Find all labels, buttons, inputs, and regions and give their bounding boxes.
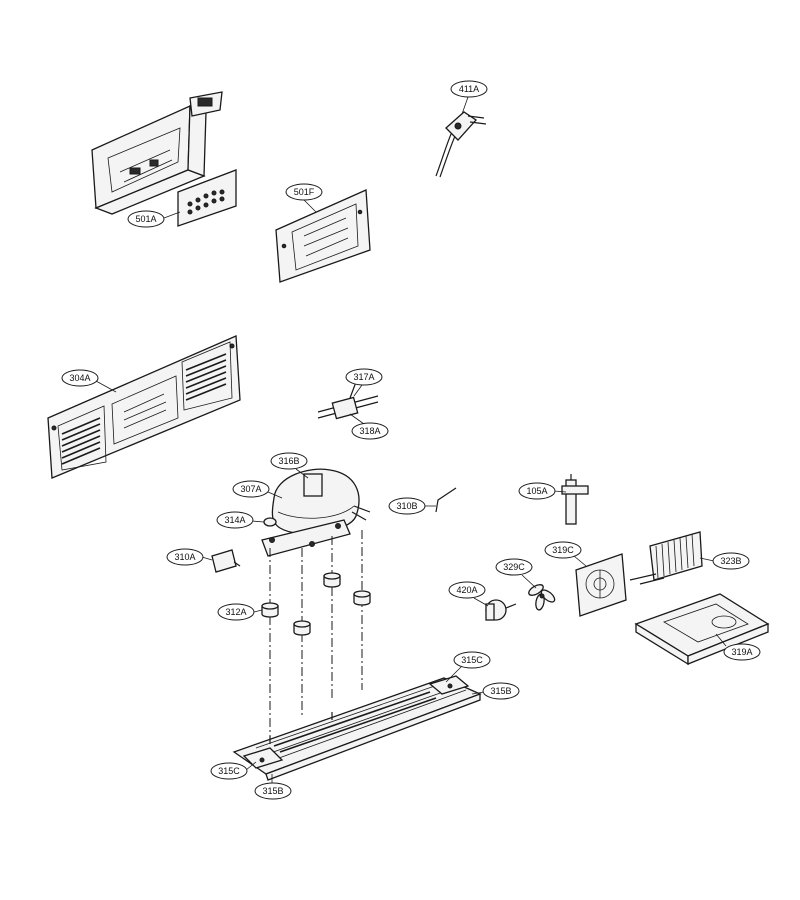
label-411A: 411A (450, 80, 488, 115)
label-329C: 329C (495, 558, 537, 589)
part-compressor (261, 468, 371, 557)
svg-text:314A: 314A (224, 515, 245, 525)
svg-text:310B: 310B (396, 501, 417, 511)
label-315C-bottom: 315C (210, 761, 257, 780)
part-cover-plate (275, 189, 371, 283)
part-fan-blade (528, 584, 556, 611)
svg-text:319C: 319C (552, 545, 574, 555)
svg-text:307A: 307A (240, 484, 261, 494)
svg-text:411A: 411A (459, 84, 479, 94)
svg-text:304A: 304A (69, 373, 90, 383)
label-501A: 501A (127, 210, 181, 228)
part-machine-tray (634, 593, 770, 666)
label-315B-bottom: 315B (254, 774, 292, 800)
part-rubber-feet (261, 530, 371, 736)
svg-text:501A: 501A (135, 214, 156, 224)
svg-text:315B: 315B (262, 786, 283, 796)
svg-text:319A: 319A (731, 647, 752, 657)
label-420A: 420A (448, 581, 489, 607)
label-312A: 312A (217, 603, 263, 621)
label-323B: 323B (699, 552, 750, 570)
svg-text:316B: 316B (278, 456, 299, 466)
svg-text:315C: 315C (218, 766, 240, 776)
svg-text:315C: 315C (461, 655, 483, 665)
part-condenser (629, 531, 703, 585)
svg-text:310A: 310A (174, 552, 195, 562)
label-315B-right: 315B (471, 682, 520, 700)
part-power-cord (435, 111, 487, 178)
label-319C: 319C (544, 541, 587, 567)
part-grommet (263, 517, 277, 527)
label-318A: 318A (349, 413, 389, 440)
part-valve (317, 381, 379, 420)
part-pipe (435, 487, 457, 513)
svg-text:105A: 105A (526, 486, 547, 496)
label-501F: 501F (285, 183, 323, 213)
label-317A: 317A (345, 368, 383, 397)
part-back-cover (47, 335, 241, 479)
svg-text:323B: 323B (720, 556, 741, 566)
svg-text:501F: 501F (294, 187, 315, 197)
label-314A: 314A (216, 511, 265, 529)
label-310A: 310A (166, 548, 213, 566)
part-relay (211, 549, 241, 573)
svg-text:318A: 318A (359, 426, 380, 436)
part-control-box (91, 91, 223, 215)
label-319A: 319A (715, 633, 761, 661)
label-316B: 316B (270, 452, 309, 479)
part-fan-motor (485, 599, 517, 621)
svg-text:420A: 420A (456, 585, 477, 595)
part-display-panel (177, 169, 237, 227)
label-315C-top: 315C (445, 651, 491, 683)
svg-text:315B: 315B (490, 686, 511, 696)
part-thermostat (561, 474, 589, 525)
label-304A: 304A (61, 369, 117, 393)
svg-text:317A: 317A (353, 372, 374, 382)
label-310B: 310B (388, 497, 436, 515)
part-base-plate (232, 675, 482, 781)
label-307A: 307A (232, 480, 283, 499)
part-fan-shroud (575, 553, 627, 617)
label-105A: 105A (518, 482, 567, 500)
svg-text:329C: 329C (503, 562, 525, 572)
svg-text:312A: 312A (225, 607, 246, 617)
